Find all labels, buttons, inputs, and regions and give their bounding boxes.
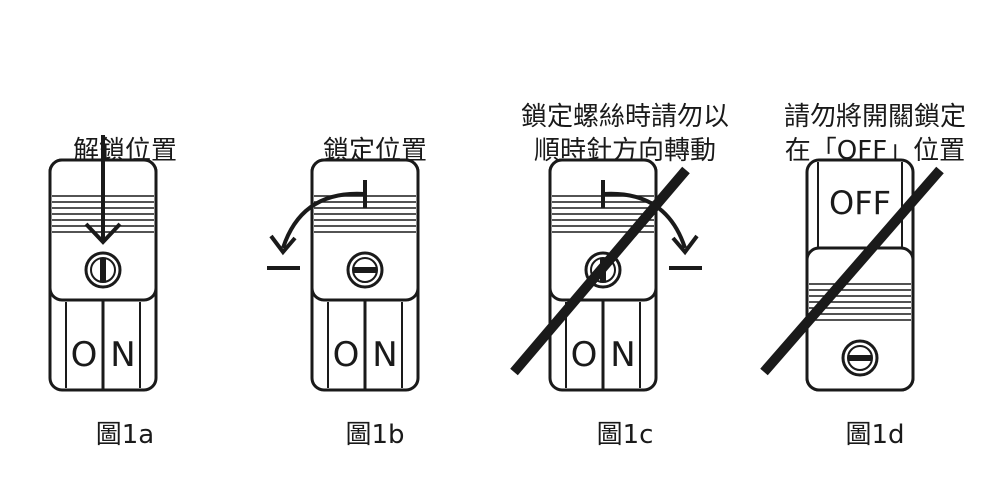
switch-1a-drawing: O N: [48, 135, 158, 392]
switch-1c-drawing: O N: [510, 158, 702, 392]
cover-ribs: [809, 283, 911, 321]
figure-caption-1c: 圖1c: [596, 420, 654, 450]
switch-letter-o: O: [333, 335, 360, 375]
screw-vertical-slot-icon: [84, 251, 122, 289]
panel-1a: 解鎖位置: [0, 0, 250, 500]
down-arrow-icon: [84, 135, 122, 245]
on-rocker: [65, 300, 141, 390]
figure-caption-1d: 圖1d: [845, 420, 905, 450]
switch-1d-drawing: OFF: [760, 158, 944, 392]
heading-line: 鎖定螺絲時請勿以: [520, 102, 729, 132]
figure-caption-1a: 圖1a: [95, 420, 155, 450]
counterclockwise-arrow-icon: [267, 180, 367, 270]
prohibited-slash-icon: [510, 166, 690, 376]
switch-letter-n: N: [110, 335, 135, 375]
switch-body: [805, 158, 915, 392]
switch-letter-n: N: [610, 335, 635, 375]
panel-1c: 鎖定螺絲時請勿以 順時針方向轉動: [500, 0, 750, 500]
switch-label-off: OFF: [829, 184, 891, 222]
switch-1b-drawing: O N: [267, 158, 420, 392]
screw-horizontal-slot-icon: [841, 339, 879, 377]
heading-line: 請勿將開關鎖定: [783, 102, 966, 132]
screw-horizontal-slot-icon: [346, 251, 384, 289]
switch-letter-n: N: [372, 335, 397, 375]
panel-1d: 請勿將開關鎖定 在「OFF」位置 OFF: [750, 0, 1000, 500]
prohibited-slash-icon: [760, 166, 944, 376]
figure-caption-1b: 圖1b: [345, 420, 405, 450]
switch-letter-o: O: [71, 335, 98, 375]
on-rocker: [327, 300, 403, 390]
switch-letter-o: O: [571, 335, 598, 375]
panel-1b: 鎖定位置: [250, 0, 500, 500]
